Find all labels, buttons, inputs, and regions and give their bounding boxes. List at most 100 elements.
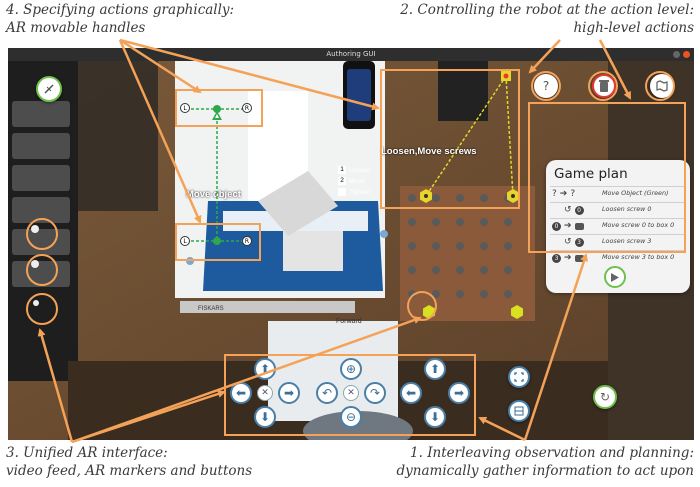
annotation-ring-help — [531, 71, 561, 101]
zoom-in-button[interactable]: ⊕ — [340, 358, 362, 380]
move-object-label: Move object — [186, 189, 241, 200]
handle-left-knob[interactable]: L — [180, 236, 190, 246]
arrow-right-icon: ➡ — [283, 386, 295, 400]
arrow-icon: ➔ — [559, 189, 568, 199]
menu-item-move[interactable]: 2 Move — [338, 177, 370, 185]
translation-pad: ⬆ ⬅ ✕ ➡ ⬇ — [230, 358, 300, 428]
ar-marker[interactable] — [380, 230, 388, 238]
handle-left-knob[interactable]: L — [180, 103, 190, 113]
plan-step[interactable]: ↺3 Loosen screw 3 — [550, 234, 686, 249]
plan-step-text: Move screw 3 to box 0 — [602, 253, 675, 261]
center-button[interactable]: ✕ — [343, 385, 359, 401]
loosen-move-label: Loosen,Move screws — [381, 146, 477, 157]
height-pad: ⬆ ⬅ ➡ ⬇ — [400, 358, 470, 428]
plan-step-icons: 3➔ — [552, 252, 602, 264]
screw-chip: 3 — [574, 237, 584, 247]
annotation-box-handle-top — [175, 89, 263, 127]
detect-button[interactable] — [508, 400, 530, 422]
move-right-button[interactable]: ➡ — [278, 382, 300, 404]
ar-marker[interactable] — [186, 257, 194, 265]
arrow-down-icon: ⬇ — [259, 410, 271, 424]
annotation-ring-screw — [407, 291, 437, 321]
plan-step[interactable]: ?➔? Move Object (Green) — [550, 186, 686, 201]
observe-button[interactable] — [508, 366, 530, 388]
minimize-icon[interactable] — [673, 51, 680, 58]
refresh-icon: ↻ — [599, 390, 611, 404]
plan-step[interactable]: 0➔ Move screw 0 to box 0 — [550, 218, 686, 233]
raise-button[interactable]: ⬆ — [424, 358, 446, 380]
loosen-icon: ↺ — [564, 205, 572, 215]
zoom-out-button[interactable]: ⊖ — [340, 406, 362, 428]
caption-actions-line1: 2. Controlling the robot at the action l… — [400, 2, 694, 18]
move-handle-bottom[interactable]: L R — [176, 233, 258, 249]
plan-step[interactable]: ↺0 Loosen screw 0 — [550, 202, 686, 217]
move-left-button[interactable]: ⬅ — [230, 382, 252, 404]
move-down-button[interactable]: ⬇ — [254, 406, 276, 428]
scan-icon — [514, 372, 524, 382]
window-title: Authoring GUI — [326, 50, 376, 58]
video-feed-window: Authoring GUI — [8, 48, 694, 440]
caption-interface-line2: video feed, AR markers and buttons — [6, 463, 253, 479]
menu-item-tighten[interactable]: Tighten — [338, 188, 370, 196]
lower-button[interactable]: ⬇ — [424, 406, 446, 428]
pan-left-button[interactable]: ⬅ — [400, 382, 422, 404]
plan-step-icons: ?➔? — [552, 189, 576, 199]
box-icon — [574, 222, 584, 230]
plan-step-text: Loosen screw 0 — [602, 205, 652, 213]
arrow-right-icon: ➡ — [453, 386, 465, 400]
pan-right-button[interactable]: ➡ — [448, 382, 470, 404]
screw-chip: 0 — [574, 205, 584, 215]
close-icon[interactable] — [683, 51, 690, 58]
move-handle-top-graphic — [186, 105, 246, 120]
annotation-ring-marker-1 — [26, 218, 58, 250]
menu-item-loosen[interactable]: 1 Loosen — [338, 166, 370, 174]
rotate-left-button[interactable]: ↶ — [316, 382, 338, 404]
action-menu[interactable]: 1 Loosen 2 Move Tighten — [338, 166, 370, 196]
rotation-pad: ⊕ ↶ ✕ ↷ ⊖ — [316, 358, 386, 428]
move-handle-top[interactable]: L R — [176, 100, 258, 120]
arrow-left-icon: ⬅ — [405, 386, 417, 400]
scale-toggle-button[interactable] — [36, 76, 62, 102]
play-icon — [611, 272, 619, 282]
ruler-icon — [44, 84, 54, 94]
plan-step-text: Move Object (Green) — [602, 189, 669, 197]
play-button[interactable] — [604, 266, 626, 288]
cross-icon: ✕ — [347, 388, 355, 398]
rotate-ccw-icon: ↶ — [321, 386, 333, 400]
plan-step-text: Move screw 0 to box 0 — [602, 221, 675, 229]
annotation-box-handle-bottom — [175, 223, 261, 261]
game-plan-title: Game plan — [554, 166, 628, 182]
annotation-ring-map — [645, 71, 675, 101]
detect-icon — [514, 406, 524, 416]
ruler-brand: FISKARS — [198, 306, 224, 312]
handle-right-knob[interactable]: R — [242, 103, 252, 113]
arrow-up-icon: ⬆ — [429, 362, 441, 376]
annotation-box-loosen — [380, 69, 520, 209]
caption-interface-line1: 3. Unified AR interface: — [6, 445, 168, 461]
caption-handles-line2: AR movable handles — [6, 20, 146, 36]
arrow-icon: ➔ — [564, 221, 572, 231]
plan-step-icons: ↺0 — [552, 204, 602, 216]
center-button[interactable]: ✕ — [257, 385, 273, 401]
screw-chip: 3 — [552, 253, 561, 263]
window-titlebar: Authoring GUI — [8, 48, 694, 61]
arrow-down-icon: ⬇ — [429, 410, 441, 424]
caption-planning-line2: dynamically gather information to act up… — [396, 463, 694, 479]
plan-step-icons: 0➔ — [552, 220, 602, 232]
annotation-box-game-plan — [528, 102, 686, 253]
screw-chip: 0 — [552, 221, 561, 231]
refresh-button[interactable]: ↻ — [593, 385, 617, 409]
loosen-icon: ↺ — [564, 237, 572, 247]
caption-planning-line1: 1. Interleaving observation and planning… — [410, 445, 694, 461]
move-handle-bottom-graphic — [186, 237, 246, 245]
caption-handles-line1: 4. Specifying actions graphically: — [6, 2, 235, 18]
rotate-cw-icon: ↷ — [369, 386, 381, 400]
annotation-ring-marker-3 — [26, 293, 58, 325]
plan-step[interactable]: 3➔ Move screw 3 to box 0 — [550, 250, 686, 265]
rotate-right-button[interactable]: ↷ — [364, 382, 386, 404]
arrow-left-icon: ⬅ — [235, 386, 247, 400]
plan-step-text: Loosen screw 3 — [602, 237, 652, 245]
handle-right-knob[interactable]: R — [242, 236, 252, 246]
arrow-icon: ➔ — [564, 253, 572, 263]
